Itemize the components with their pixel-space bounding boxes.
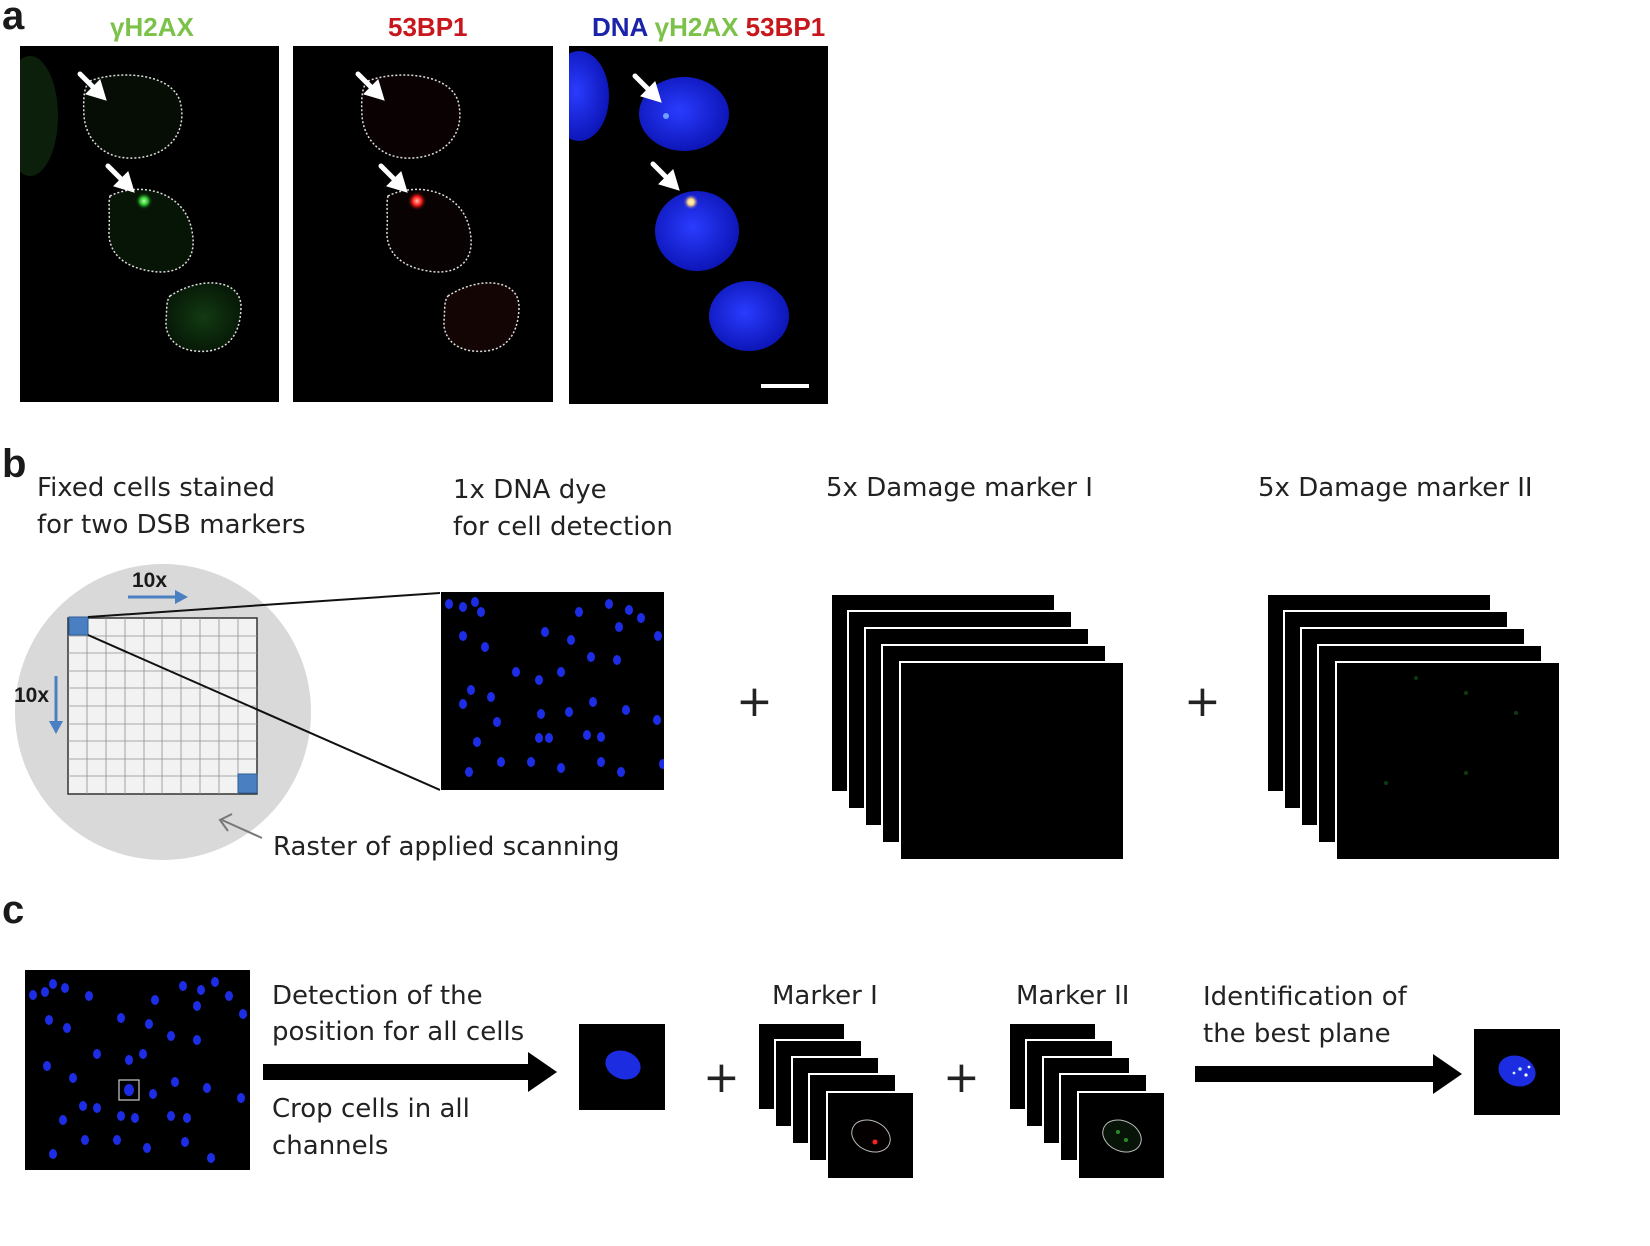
crop-box [118, 1079, 140, 1101]
scan-x-label: 10x [132, 569, 168, 592]
process-arrow-1 [263, 1052, 558, 1092]
plus-sign-b2: + [1184, 676, 1221, 727]
raster-label: Raster of applied scanning [273, 832, 620, 862]
merge-title-gh2ax: γH2AX [654, 12, 739, 42]
merge-micrograph [569, 46, 828, 404]
merge-title: DNA γH2AX 53BP1 [592, 12, 825, 42]
dna-dye-line-2: for cell detection [453, 512, 673, 542]
panel-b-letter: b [2, 442, 27, 486]
best-plane-line-1: Identification of [1203, 982, 1407, 1012]
fixed-cells-line-2: for two DSB markers [37, 510, 306, 540]
merge-title-53bp1: 53BP1 [745, 12, 826, 42]
best-plane-line-2: the best plane [1203, 1019, 1391, 1049]
gh2ax-title: γH2AX [110, 12, 194, 42]
marker1-crop-stack [757, 1022, 915, 1180]
crop-line-2: channels [272, 1131, 389, 1161]
damage-marker-2-label: 5x Damage marker II [1258, 473, 1533, 503]
fixed-cells-line-1: Fixed cells stained [37, 473, 276, 503]
merge-title-dna: DNA [592, 12, 648, 42]
best-plane-cell [1474, 1029, 1560, 1115]
scale-bar [761, 384, 809, 388]
gh2ax-micrograph [20, 46, 279, 402]
cropped-cell-dna [579, 1024, 665, 1110]
marker2-crop-stack [1008, 1022, 1166, 1180]
marker1-image-stack [830, 593, 1126, 861]
process-arrow-2 [1195, 1054, 1463, 1094]
detection-line-1: Detection of the [272, 981, 483, 1011]
crop-line-1: Crop cells in all [272, 1094, 470, 1124]
damage-marker-1-label: 5x Damage marker I [826, 473, 1093, 503]
panel-a-letter: a [2, 0, 25, 38]
plus-sign-c1: + [703, 1052, 740, 1103]
panel-c-letter: c [2, 888, 25, 932]
cell-detection-overview [25, 970, 250, 1170]
marker2-image-stack [1266, 593, 1562, 861]
marker2-crop-label: Marker II [1016, 981, 1130, 1011]
dna-overview-image [441, 592, 664, 790]
plus-sign-c2: + [943, 1052, 980, 1103]
dna-dye-line-1: 1x DNA dye [453, 475, 607, 505]
scan-y-label: 10x [14, 684, 50, 707]
plus-sign-b1: + [736, 676, 773, 727]
marker1-crop-label: Marker I [772, 981, 878, 1011]
scanning-well-diagram [0, 556, 440, 866]
53bp1-micrograph [293, 46, 553, 402]
53bp1-title: 53BP1 [388, 12, 468, 42]
detection-line-2: position for all cells [272, 1017, 525, 1047]
